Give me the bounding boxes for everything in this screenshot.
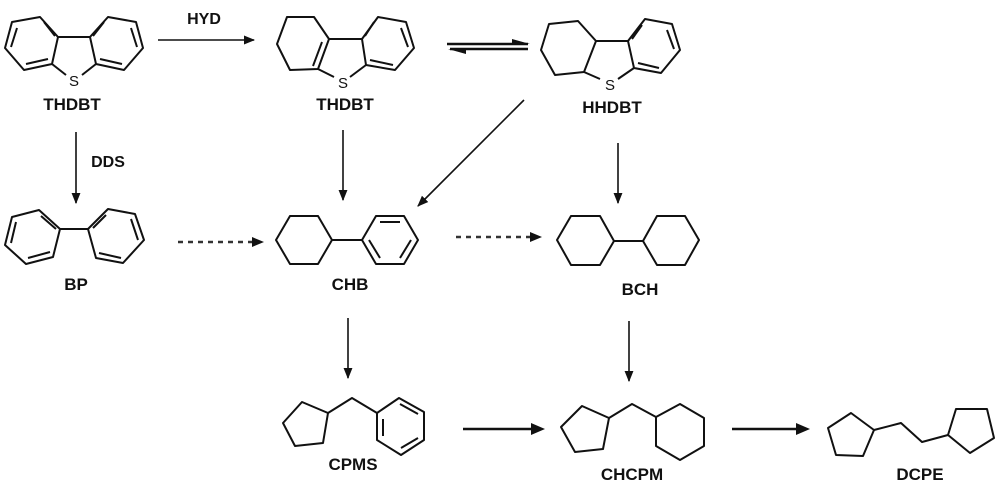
label-bp: BP <box>64 275 88 294</box>
molecule-chb: CHB <box>275 215 419 294</box>
molecule-bch: BCH <box>556 215 700 299</box>
label-dbt: THDBT <box>43 95 101 114</box>
label-hhdbt: HHDBT <box>582 98 642 117</box>
label-chcpm: CHCPM <box>601 465 663 484</box>
molecule-hhdbt: S HHDBT <box>540 18 681 117</box>
molecule-thdbt: S THDBT <box>276 16 415 114</box>
molecule-dcpe: DCPE <box>827 408 995 484</box>
label-bch: BCH <box>622 280 659 299</box>
label-cpms: CPMS <box>328 455 377 474</box>
label-dcpe: DCPE <box>896 465 943 484</box>
label-chb: CHB <box>332 275 369 294</box>
equilibrium-arrow <box>447 39 530 54</box>
sulfur-atom: S <box>605 77 615 94</box>
label-hyd: HYD <box>187 11 221 28</box>
molecule-chcpm: CHCPM <box>560 403 705 484</box>
sulfur-atom: S <box>69 73 79 90</box>
molecule-bp: BP <box>4 208 145 294</box>
arrow-hhdbt-chb <box>417 99 525 207</box>
label-thdbt: THDBT <box>316 95 374 114</box>
sulfur-atom: S <box>338 75 348 92</box>
molecule-dbt: S THDBT <box>4 16 144 114</box>
molecule-cpms: CPMS <box>282 397 425 474</box>
label-dds: DDS <box>91 154 125 171</box>
